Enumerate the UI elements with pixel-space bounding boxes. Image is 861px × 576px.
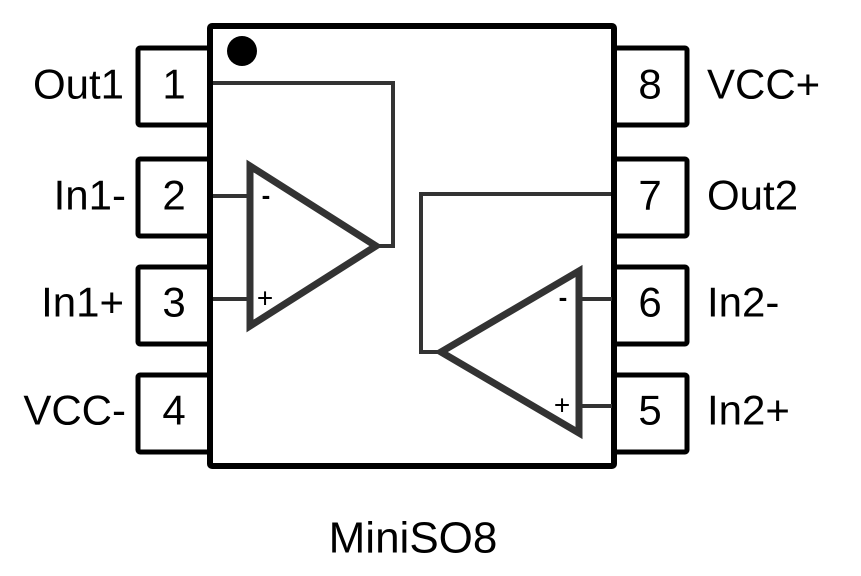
opamp-2-plus-label: +	[554, 390, 570, 421]
opamp-1-minus-label: -	[262, 180, 271, 210]
pin-name-2: In1-	[54, 172, 126, 219]
opamp-1-feedback-wire	[213, 81, 395, 248]
package-label: MiniSO8	[329, 514, 498, 563]
pin-1-marker-dot-icon	[227, 36, 257, 66]
pin-number-5: 5	[638, 387, 661, 434]
pin-number-4: 4	[162, 387, 185, 434]
opamp-2-minus-label: -	[559, 282, 568, 312]
opamp-2-triangle	[434, 264, 583, 440]
pin-name-5: In2+	[707, 387, 790, 434]
pin-name-1: Out1	[33, 61, 124, 108]
pin-name-3: In1+	[41, 279, 124, 326]
opamp-1-plus-label: +	[257, 283, 273, 314]
pin-number-8: 8	[638, 61, 661, 108]
pin-number-6: 6	[638, 279, 661, 326]
pin-number-1: 1	[162, 61, 185, 108]
pin-name-7: Out2	[707, 172, 798, 219]
opamp-2-feedback-wire	[419, 192, 611, 354]
pin-name-6: In2-	[707, 279, 779, 326]
pin-name-8: VCC+	[707, 61, 820, 108]
pin-number-2: 2	[162, 172, 185, 219]
pin-number-7: 7	[638, 172, 661, 219]
pin-name-4: VCC-	[23, 387, 126, 434]
opamp-1-triangle	[246, 159, 383, 333]
pin-number-3: 3	[162, 279, 185, 326]
